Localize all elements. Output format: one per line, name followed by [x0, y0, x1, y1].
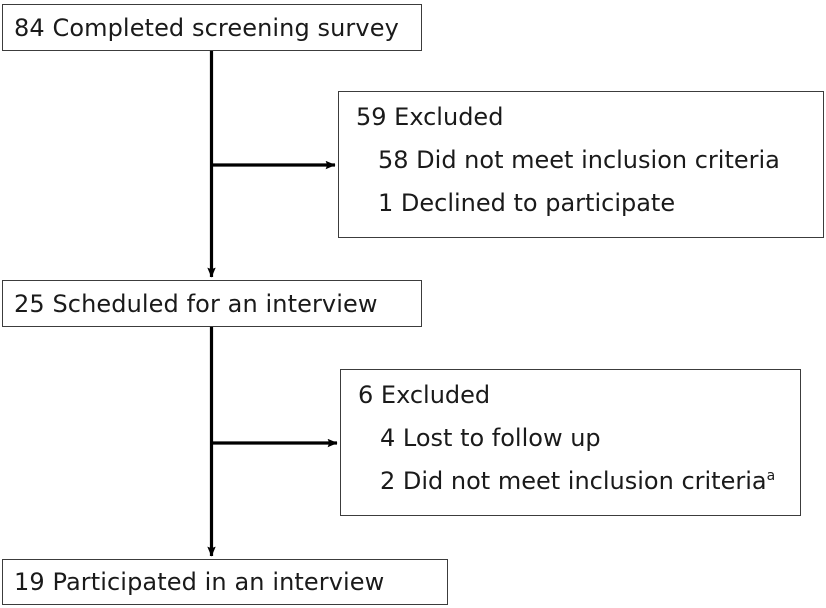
node-excluded-2: 6 Excluded 4 Lost to follow up 2 Did not… — [340, 369, 801, 516]
exclusion-reason: 2 Did not meet inclusion criteriaa — [380, 469, 790, 493]
node-label: 25 Scheduled for an interview — [14, 289, 378, 318]
exclusion-header: 6 Excluded — [358, 381, 491, 409]
node-label: 19 Participated in an interview — [14, 568, 385, 596]
exclusion-header: 59 Excluded — [356, 103, 504, 131]
exclusion-reason-text: 2 Did not meet inclusion criteria — [380, 467, 767, 495]
exclusion-reason: 58 Did not meet inclusion criteria — [378, 146, 780, 174]
node-participated-interview: 19 Participated in an interview — [2, 559, 448, 605]
node-completed-screening: 84 Completed screening survey — [2, 4, 422, 51]
node-scheduled-interview: 25 Scheduled for an interview — [2, 280, 422, 327]
exclusion-reason: 1 Declined to participate — [378, 189, 676, 217]
node-label: 84 Completed screening survey — [14, 13, 399, 42]
node-excluded-1: 59 Excluded 58 Did not meet inclusion cr… — [338, 91, 824, 238]
exclusion-reason: 4 Lost to follow up — [380, 424, 601, 452]
footnote-marker: a — [766, 468, 776, 484]
